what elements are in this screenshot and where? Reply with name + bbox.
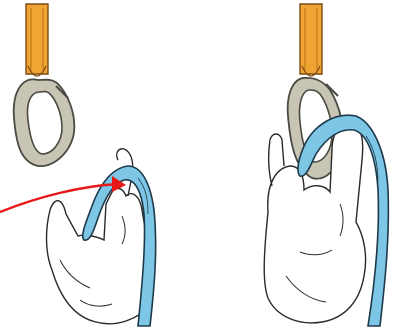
sling-icon xyxy=(26,4,48,76)
sling-icon-right xyxy=(300,4,322,76)
carabiner-icon xyxy=(14,79,75,166)
